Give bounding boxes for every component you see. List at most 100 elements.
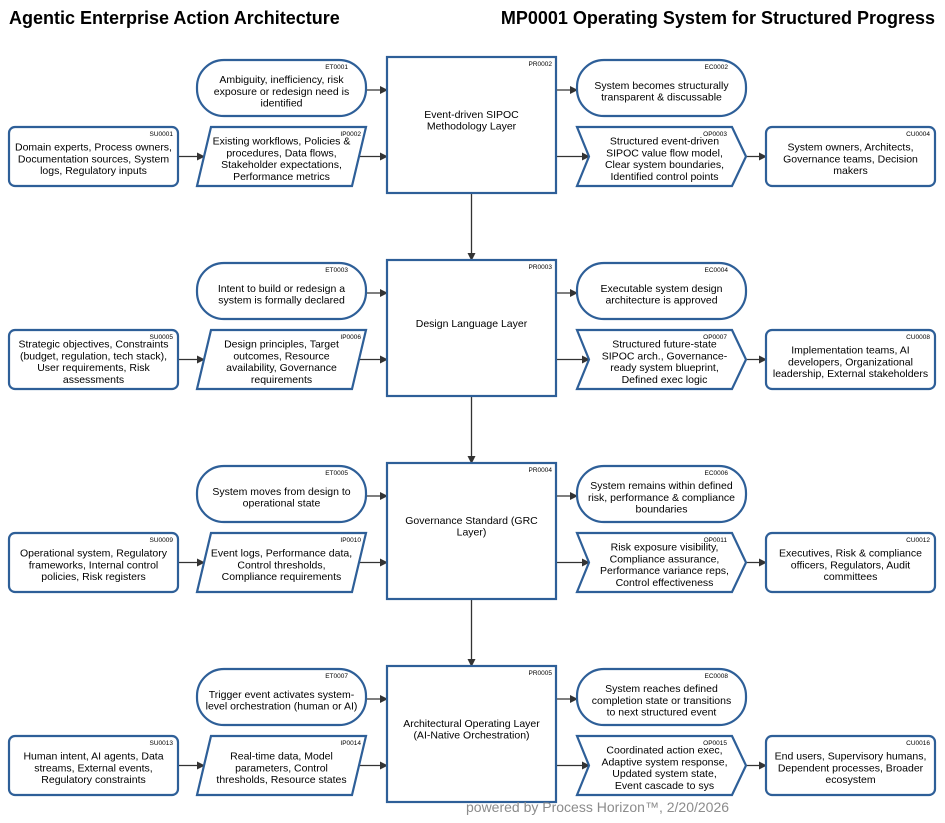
end-condition-label-line: risk, performance & compliance	[588, 492, 735, 504]
end-condition-label-line: architecture is approved	[605, 295, 717, 307]
input-label-line: Control thresholds,	[237, 559, 325, 571]
process-box-shape	[385, 664, 558, 804]
input-label-line: outcomes, Resource	[233, 350, 329, 362]
supplier-label-line: frameworks, Internal control	[29, 559, 159, 571]
supplier-id: SU0013	[150, 740, 174, 747]
process-label-line: Methodology Layer	[427, 121, 517, 133]
end-condition-label-line: transparent & discussable	[601, 92, 722, 104]
event-label-line: exposure or redesign need is	[214, 86, 349, 98]
supplier-id: SU0001	[150, 131, 174, 138]
output-box-shape	[575, 531, 748, 594]
process-box-shape	[385, 55, 558, 195]
output-label-line: Structured future-state	[612, 339, 717, 351]
end-condition-label-line: to next structured event	[607, 707, 717, 719]
event-id: ET0001	[325, 64, 348, 71]
output-label-line: Defined exec logic	[622, 374, 708, 386]
customer-box-shape	[764, 125, 937, 188]
process-id: PR0003	[529, 264, 553, 271]
end-condition-shape	[575, 464, 748, 524]
output-label-line: SIPOC value flow model,	[606, 147, 723, 159]
output-label-line: Structured event-driven	[610, 136, 719, 148]
supplier-label-line: Strategic objectives, Constraints	[19, 339, 169, 351]
supplier-label-line: Operational system, Regulatory	[20, 548, 168, 560]
process-id: PR0004	[529, 467, 553, 474]
diagram-title-left: Agentic Enterprise Action Architecture	[9, 8, 340, 28]
output-label-line: Coordinated action exec,	[606, 745, 722, 757]
input-label-line: Real-time data, Model	[230, 751, 333, 763]
customer-label-line: makers	[833, 165, 867, 177]
connector-group	[178, 86, 767, 770]
input-label-line: thresholds, Resource states	[216, 774, 346, 786]
customer-label-line: officers, Regulators, Audit	[791, 559, 911, 571]
supplier-label-line: policies, Risk registers	[41, 571, 145, 583]
process-label-line: (AI-Native Orchestration)	[413, 730, 529, 742]
input-label-line: Compliance requirements	[222, 571, 342, 583]
end-condition-label-line: completion state or transitions	[592, 695, 731, 707]
process-box-shape	[385, 461, 558, 601]
event-trigger-shape	[195, 464, 368, 524]
output-id: OP0011	[704, 537, 728, 544]
customer-label-line: Governance teams, Decision	[783, 153, 918, 165]
supplier-label-line: Domain experts, Process owners,	[15, 142, 172, 154]
output-id: OP0003	[703, 131, 727, 138]
supplier-id: SU0005	[150, 334, 174, 341]
process-label-line: Architectural Operating Layer	[403, 718, 540, 730]
supplier-id: SU0009	[150, 537, 174, 544]
end-condition-shape	[575, 667, 748, 727]
event-label-line: operational state	[243, 498, 321, 510]
process-label-line: Event-driven SIPOC	[424, 109, 519, 121]
output-label-line: Control effectiveness	[616, 577, 714, 589]
input-id: IP0006	[340, 334, 361, 341]
input-label-line: Design principles, Target	[224, 339, 339, 351]
customer-box-shape	[764, 531, 937, 594]
input-label-line: requirements	[251, 374, 312, 386]
input-label-line: Performance metrics	[233, 171, 330, 183]
end-condition-label-line: System reaches defined	[605, 683, 718, 695]
event-id: ET0005	[325, 470, 348, 477]
input-box-shape	[195, 125, 368, 188]
output-label-line: Performance variance reps,	[600, 565, 729, 577]
output-label-line: ready system blueprint,	[610, 362, 719, 374]
end-condition-id: EC0002	[705, 64, 729, 71]
end-condition-id: EC0008	[705, 673, 729, 680]
input-box-shape	[195, 328, 368, 391]
output-box-shape	[575, 125, 748, 188]
process-label-line: Layer)	[457, 527, 487, 539]
output-id: OP0007	[703, 334, 727, 341]
supplier-box-shape	[7, 531, 180, 594]
input-label-line: availability, Governance	[226, 362, 337, 374]
supplier-box-shape	[7, 734, 180, 797]
event-label-line: level orchestration (human or AI)	[206, 701, 358, 713]
input-label-line: Existing workflows, Policies &	[213, 136, 351, 148]
supplier-label-line: logs, Regulatory inputs	[40, 165, 147, 177]
